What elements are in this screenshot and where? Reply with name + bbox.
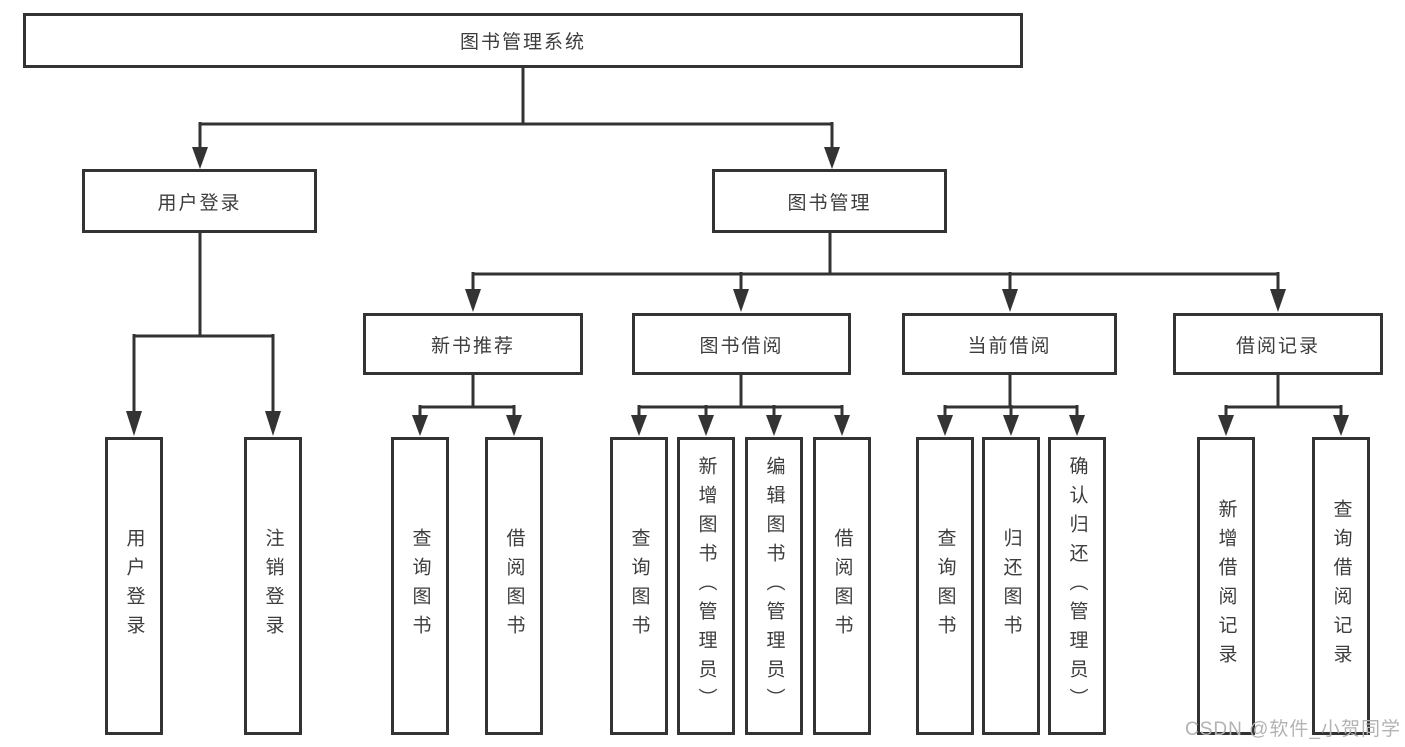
leaf-logout: 注销登录 <box>244 437 302 735</box>
leaf-query-books-recommend: 查询图书 <box>391 437 449 735</box>
csdn-watermark: CSDN @软件_小贺同学 <box>1185 719 1401 740</box>
leaf-query-books-recommend-label: 查询图书 <box>409 528 431 644</box>
node-new-book-recommend-label: 新书推荐 <box>430 335 515 357</box>
node-book-management-label: 图书管理 <box>787 192 872 214</box>
node-current-borrow: 当前借阅 <box>902 313 1117 375</box>
connector-book-management-to-level3 <box>465 233 1286 312</box>
leaf-query-books-borrow-label: 查询图书 <box>628 528 650 644</box>
leaf-add-book-admin-label: 新增图书（管理员） <box>695 455 717 717</box>
connector-root-to-level2 <box>192 68 840 169</box>
leaf-confirm-return-admin-label: 确认归还（管理员） <box>1066 455 1088 717</box>
node-book-borrow-label: 图书借阅 <box>699 335 784 357</box>
leaf-query-books-current-label: 查询图书 <box>934 528 956 644</box>
node-root: 图书管理系统 <box>23 13 1023 68</box>
leaf-user-login: 用户登录 <box>105 437 163 735</box>
connector-current-borrow-to-leaves <box>937 375 1085 436</box>
leaf-add-borrow-record: 新增借阅记录 <box>1197 437 1255 735</box>
connector-book-borrow-to-leaves <box>631 375 850 436</box>
connector-user-login-to-leaves <box>126 233 281 436</box>
connector-borrow-records-to-leaves <box>1218 375 1349 436</box>
leaf-add-book-admin: 新增图书（管理员） <box>677 437 735 735</box>
leaf-query-borrow-record: 查询借阅记录 <box>1312 437 1370 735</box>
leaf-add-borrow-record-label: 新增借阅记录 <box>1215 499 1237 673</box>
connector-new-book-recommend-to-leaves <box>412 375 522 436</box>
node-user-login-label: 用户登录 <box>157 192 242 214</box>
leaf-logout-label: 注销登录 <box>262 528 284 644</box>
leaf-borrow-books-recommend-label: 借阅图书 <box>503 528 525 644</box>
leaf-query-books-current: 查询图书 <box>916 437 974 735</box>
node-book-management: 图书管理 <box>712 169 947 233</box>
leaf-query-books-borrow: 查询图书 <box>610 437 668 735</box>
node-borrow-records-label: 借阅记录 <box>1235 335 1320 357</box>
leaf-borrow-books-recommend: 借阅图书 <box>485 437 543 735</box>
node-new-book-recommend: 新书推荐 <box>363 313 583 375</box>
leaf-user-login-label: 用户登录 <box>123 528 145 644</box>
leaf-edit-book-admin: 编辑图书（管理员） <box>745 437 803 735</box>
node-root-label: 图书管理系统 <box>459 32 586 53</box>
leaf-borrow-books-label: 借阅图书 <box>831 528 853 644</box>
leaf-return-book: 归还图书 <box>982 437 1040 735</box>
node-book-borrow: 图书借阅 <box>632 313 851 375</box>
leaf-borrow-books: 借阅图书 <box>813 437 871 735</box>
leaf-query-borrow-record-label: 查询借阅记录 <box>1330 499 1352 673</box>
node-borrow-records: 借阅记录 <box>1173 313 1383 375</box>
leaf-edit-book-admin-label: 编辑图书（管理员） <box>763 455 785 717</box>
leaf-return-book-label: 归还图书 <box>1000 528 1022 644</box>
leaf-confirm-return-admin: 确认归还（管理员） <box>1048 437 1106 735</box>
node-user-login: 用户登录 <box>82 169 317 233</box>
node-current-borrow-label: 当前借阅 <box>967 335 1052 357</box>
